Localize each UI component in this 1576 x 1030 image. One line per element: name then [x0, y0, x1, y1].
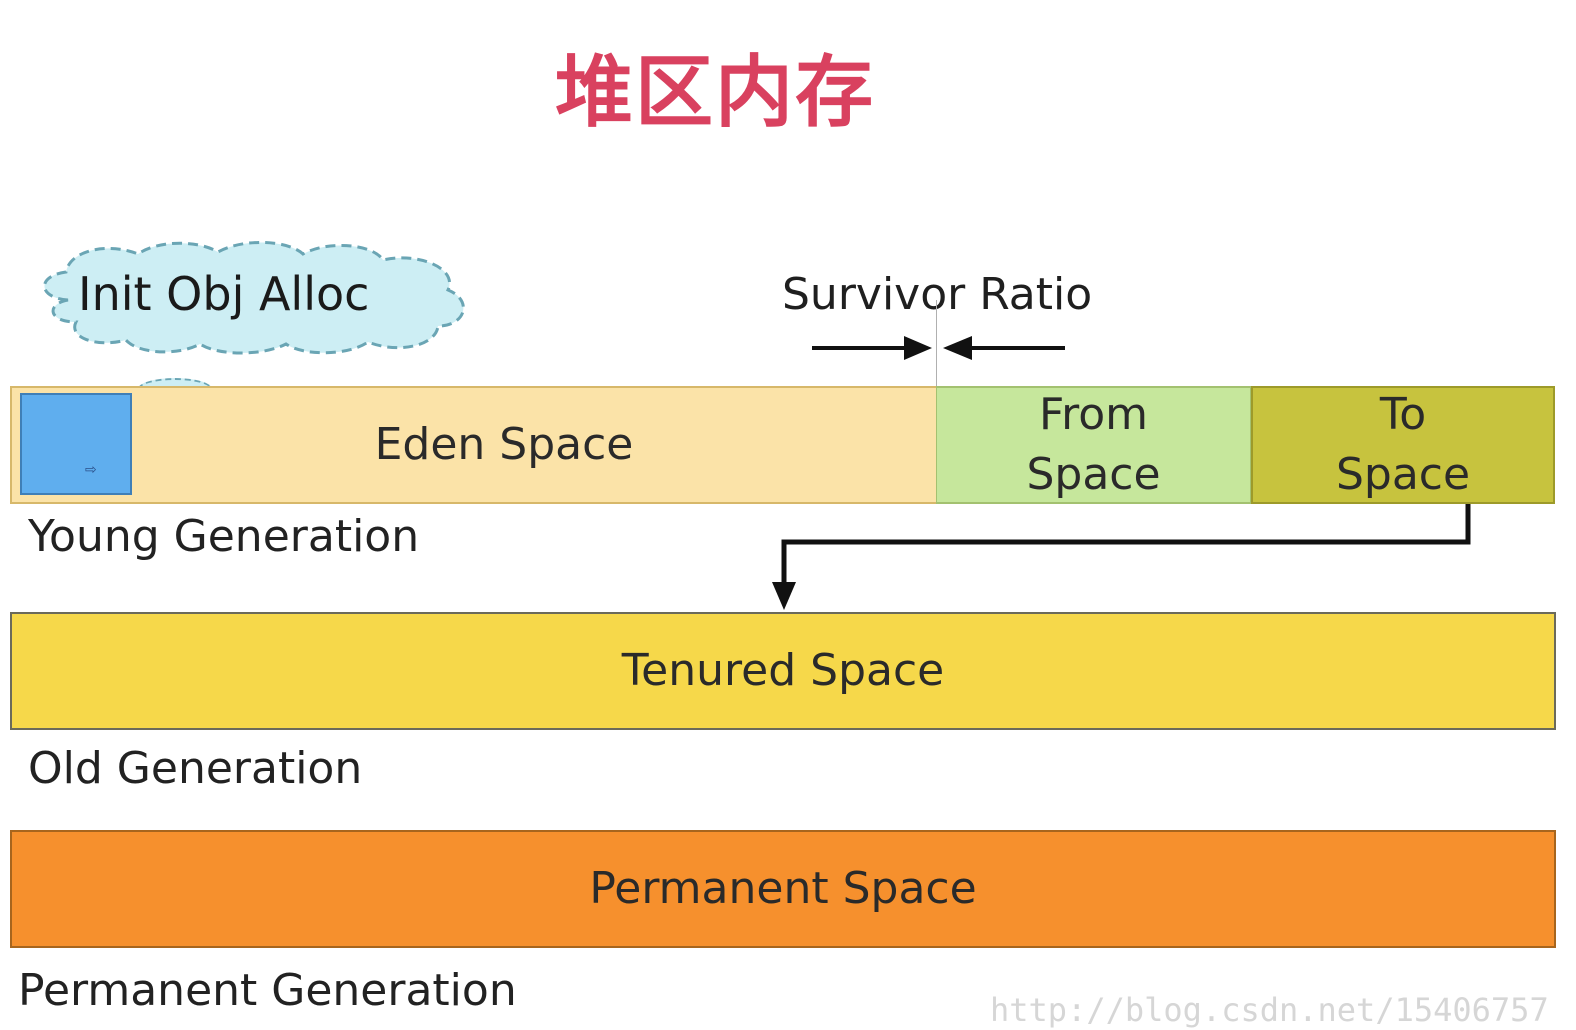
tenured-space: Tenured Space: [10, 612, 1556, 730]
eden-space-label: Eden Space: [374, 419, 634, 470]
survivor-ratio-divider-line: [936, 300, 937, 392]
permanent-generation-label: Permanent Generation: [18, 965, 517, 1016]
survivor-ratio-arrows: [812, 336, 1065, 360]
to-space-label: To Space: [1335, 389, 1471, 500]
from-space-label: From Space: [1026, 389, 1161, 500]
old-generation-label: Old Generation: [28, 743, 363, 794]
arrow-right-icon: [904, 336, 932, 360]
init-obj-alloc-label: Init Obj Alloc: [78, 267, 370, 321]
permanent-space: Permanent Space: [10, 830, 1556, 948]
survivor-ratio-label: Survivor Ratio: [782, 269, 1093, 320]
from-space: From Space: [936, 386, 1252, 504]
eden-space: Eden Space: [10, 386, 936, 504]
init-alloc-block: [20, 393, 132, 495]
page-title: 堆区内存: [555, 48, 876, 138]
init-alloc-arrow-icon: ⇨: [85, 462, 97, 478]
to-space: To Space: [1251, 386, 1555, 504]
tenured-space-label: Tenured Space: [621, 645, 945, 696]
permanent-space-label: Permanent Space: [589, 863, 977, 914]
init-obj-alloc-cloud: [43, 241, 465, 355]
arrow-down-icon: [772, 582, 796, 610]
young-generation-label: Young Generation: [28, 511, 420, 562]
arrow-left-icon: [943, 336, 972, 360]
promotion-arrow: [772, 504, 1471, 610]
watermark: http://blog.csdn.net/15406757: [990, 991, 1549, 1029]
